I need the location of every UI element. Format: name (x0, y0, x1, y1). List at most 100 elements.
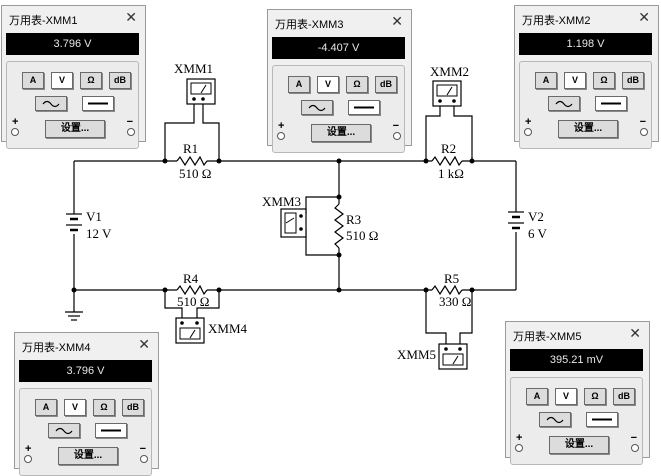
decibel-button[interactable]: dB (122, 399, 144, 416)
close-icon[interactable]: ✕ (638, 9, 650, 25)
dc-mode-button[interactable] (586, 412, 618, 427)
sine-wave-icon (555, 100, 573, 108)
xmm3-icon[interactable] (280, 208, 307, 238)
minus-terminal[interactable] (631, 444, 639, 452)
amps-button[interactable]: A (22, 72, 44, 89)
dc-line-icon (101, 429, 121, 432)
resistor-r1[interactable] (176, 155, 208, 167)
panel-title: 万用表-XMM2 (522, 15, 591, 27)
settings-button[interactable]: 设置... (45, 120, 105, 138)
ohms-button[interactable]: Ω (346, 76, 368, 93)
battery-v2[interactable] (508, 211, 524, 230)
v2-name: V2 (528, 209, 544, 224)
amps-button[interactable]: A (526, 388, 548, 405)
multimeter-panel-xmm5: 万用表-XMM5 ✕ 395.21 mV A V Ω dB 设置... + − (505, 321, 650, 465)
settings-button[interactable]: 设置... (58, 447, 118, 465)
xmm5-label: XMM5 (397, 347, 436, 362)
r1-name: R1 (183, 141, 198, 156)
plus-terminal[interactable] (11, 128, 19, 136)
ac-mode-button[interactable] (48, 423, 80, 438)
sine-wave-icon (546, 416, 564, 424)
volts-button[interactable]: V (564, 72, 586, 89)
ohms-button[interactable]: Ω (80, 72, 102, 89)
amps-button[interactable]: A (288, 76, 310, 93)
v1-name: V1 (86, 209, 102, 224)
volts-button[interactable]: V (64, 399, 86, 416)
minus-terminal[interactable] (393, 132, 401, 140)
junction-dots (71, 158, 475, 293)
r2-name: R2 (441, 141, 456, 156)
xmm4-icon[interactable] (175, 317, 205, 344)
plus-terminal[interactable] (24, 455, 32, 463)
xmm1-label: XMM1 (174, 61, 213, 76)
control-area: A V Ω dB 设置... (6, 61, 139, 149)
minus-terminal[interactable] (140, 455, 148, 463)
close-icon[interactable]: ✕ (125, 9, 137, 25)
v1-value: 12 V (86, 226, 112, 241)
panel-title: 万用表-XMM1 (9, 15, 78, 27)
decibel-button[interactable]: dB (622, 72, 644, 89)
resistor-r2[interactable] (431, 155, 463, 167)
plus-terminal[interactable] (277, 132, 285, 140)
control-area: A V Ω dB 设置... (19, 388, 152, 476)
panel-title: 万用表-XMM3 (275, 19, 344, 31)
plus-terminal[interactable] (515, 444, 523, 452)
reading-display: 3.796 V (6, 33, 139, 55)
close-icon[interactable]: ✕ (138, 336, 150, 352)
panel-title: 万用表-XMM4 (22, 342, 91, 354)
multimeter-panel-xmm3: 万用表-XMM3 ✕ -4.407 V A V Ω dB 设置... + − (267, 9, 412, 153)
xmm5-icon[interactable] (438, 343, 468, 370)
reading-display: 1.198 V (519, 33, 652, 55)
minus-terminal-label: − (639, 116, 646, 128)
control-area: A V Ω dB 设置... (510, 377, 643, 465)
plus-terminal[interactable] (524, 128, 532, 136)
xmm2-label: XMM2 (430, 64, 469, 79)
ac-mode-button[interactable] (301, 100, 333, 115)
volts-button[interactable]: V (51, 72, 73, 89)
plus-terminal-label: + (12, 116, 19, 128)
plus-terminal-label: + (278, 120, 285, 132)
settings-button[interactable]: 设置... (311, 124, 371, 142)
dc-mode-button[interactable] (595, 96, 627, 111)
ohms-button[interactable]: Ω (593, 72, 615, 89)
dc-mode-button[interactable] (348, 100, 380, 115)
r5-name: R5 (444, 271, 459, 286)
ohms-button[interactable]: Ω (93, 399, 115, 416)
ac-mode-button[interactable] (539, 412, 571, 427)
settings-button[interactable]: 设置... (558, 120, 618, 138)
ac-mode-button[interactable] (35, 96, 67, 111)
amps-button[interactable]: A (35, 399, 57, 416)
dc-mode-button[interactable] (82, 96, 114, 111)
xmm1-icon[interactable] (186, 78, 216, 105)
battery-v1[interactable] (66, 213, 82, 232)
r1-value: 510 Ω (179, 166, 211, 181)
volts-button[interactable]: V (317, 76, 339, 93)
dc-line-icon (354, 106, 374, 109)
v2-value: 6 V (528, 226, 548, 241)
settings-button[interactable]: 设置... (549, 436, 609, 454)
reading-display: 3.796 V (19, 360, 152, 382)
ac-mode-button[interactable] (548, 96, 580, 111)
minus-terminal-label: − (392, 120, 399, 132)
sine-wave-icon (55, 427, 73, 435)
decibel-button[interactable]: dB (375, 76, 397, 93)
minus-terminal[interactable] (640, 128, 648, 136)
panel-title: 万用表-XMM5 (513, 331, 582, 343)
resistor-r3[interactable] (334, 203, 344, 249)
decibel-button[interactable]: dB (109, 72, 131, 89)
resistor-r4[interactable] (176, 284, 208, 296)
minus-terminal[interactable] (127, 128, 135, 136)
volts-button[interactable]: V (555, 388, 577, 405)
reading-display: 395.21 mV (510, 349, 643, 371)
xmm4-label: XMM4 (208, 321, 248, 336)
dc-mode-button[interactable] (95, 423, 127, 438)
xmm2-icon[interactable] (432, 80, 462, 107)
amps-button[interactable]: A (535, 72, 557, 89)
sine-wave-icon (308, 104, 326, 112)
decibel-button[interactable]: dB (613, 388, 635, 405)
close-icon[interactable]: ✕ (629, 325, 641, 341)
ohms-button[interactable]: Ω (584, 388, 606, 405)
close-icon[interactable]: ✕ (391, 13, 403, 29)
resistor-r5[interactable] (431, 284, 463, 296)
